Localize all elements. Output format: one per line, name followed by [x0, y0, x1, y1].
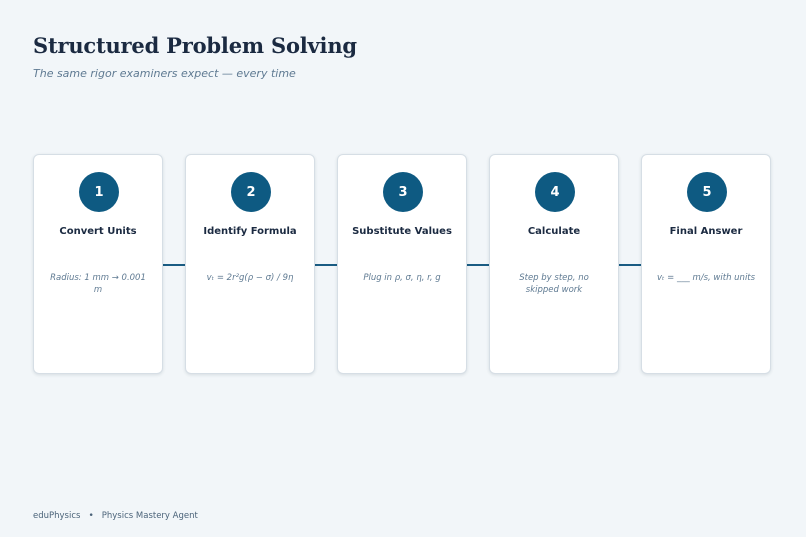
step-connector: [467, 264, 489, 266]
step-card-identify-formula: 2 Identify Formula vₜ = 2r²g(ρ − σ) / 9η: [185, 154, 315, 374]
step-connector: [619, 264, 641, 266]
step-number-badge: 2: [231, 172, 271, 212]
step-title: Calculate: [527, 226, 581, 237]
step-card-substitute-values: 3 Substitute Values Plug in ρ, σ, η, r, …: [337, 154, 467, 374]
step-title: Substitute Values: [352, 226, 452, 237]
step-description: vₜ = 2r²g(ρ − σ) / 9η: [206, 273, 294, 283]
footer-brand: eduPhysics: [33, 511, 81, 521]
step-title: Final Answer: [669, 226, 743, 237]
step-number-badge: 3: [383, 172, 423, 212]
step-description: Plug in ρ, σ, η, r, g: [363, 273, 441, 283]
footer: eduPhysics • Physics Mastery Agent: [33, 511, 198, 521]
step-title: Identify Formula: [203, 226, 297, 237]
step-description: Radius: 1 mm → 0.001 m: [50, 273, 146, 295]
step-card-calculate: 4 Calculate Step by step, no skipped wor…: [489, 154, 619, 374]
step-number-badge: 1: [79, 172, 119, 212]
page-subtitle: The same rigor examiners expect — every …: [33, 67, 296, 80]
page-title: Structured Problem Solving: [33, 33, 357, 58]
step-card-convert-units: 1 Convert Units Radius: 1 mm → 0.001 m: [33, 154, 163, 374]
step-card-final-answer: 5 Final Answer vₜ = ___ m/s, with units: [641, 154, 771, 374]
step-title: Convert Units: [59, 226, 137, 237]
step-connector: [163, 264, 185, 266]
step-number-badge: 4: [535, 172, 575, 212]
step-description: Step by step, no skipped work: [519, 273, 589, 295]
footer-separator: •: [88, 511, 94, 521]
step-description: vₜ = ___ m/s, with units: [656, 273, 756, 283]
process-steps: 1 Convert Units Radius: 1 mm → 0.001 m 2…: [33, 154, 773, 376]
footer-product: Physics Mastery Agent: [101, 511, 198, 521]
step-number-badge: 5: [687, 172, 727, 212]
step-connector: [315, 264, 337, 266]
